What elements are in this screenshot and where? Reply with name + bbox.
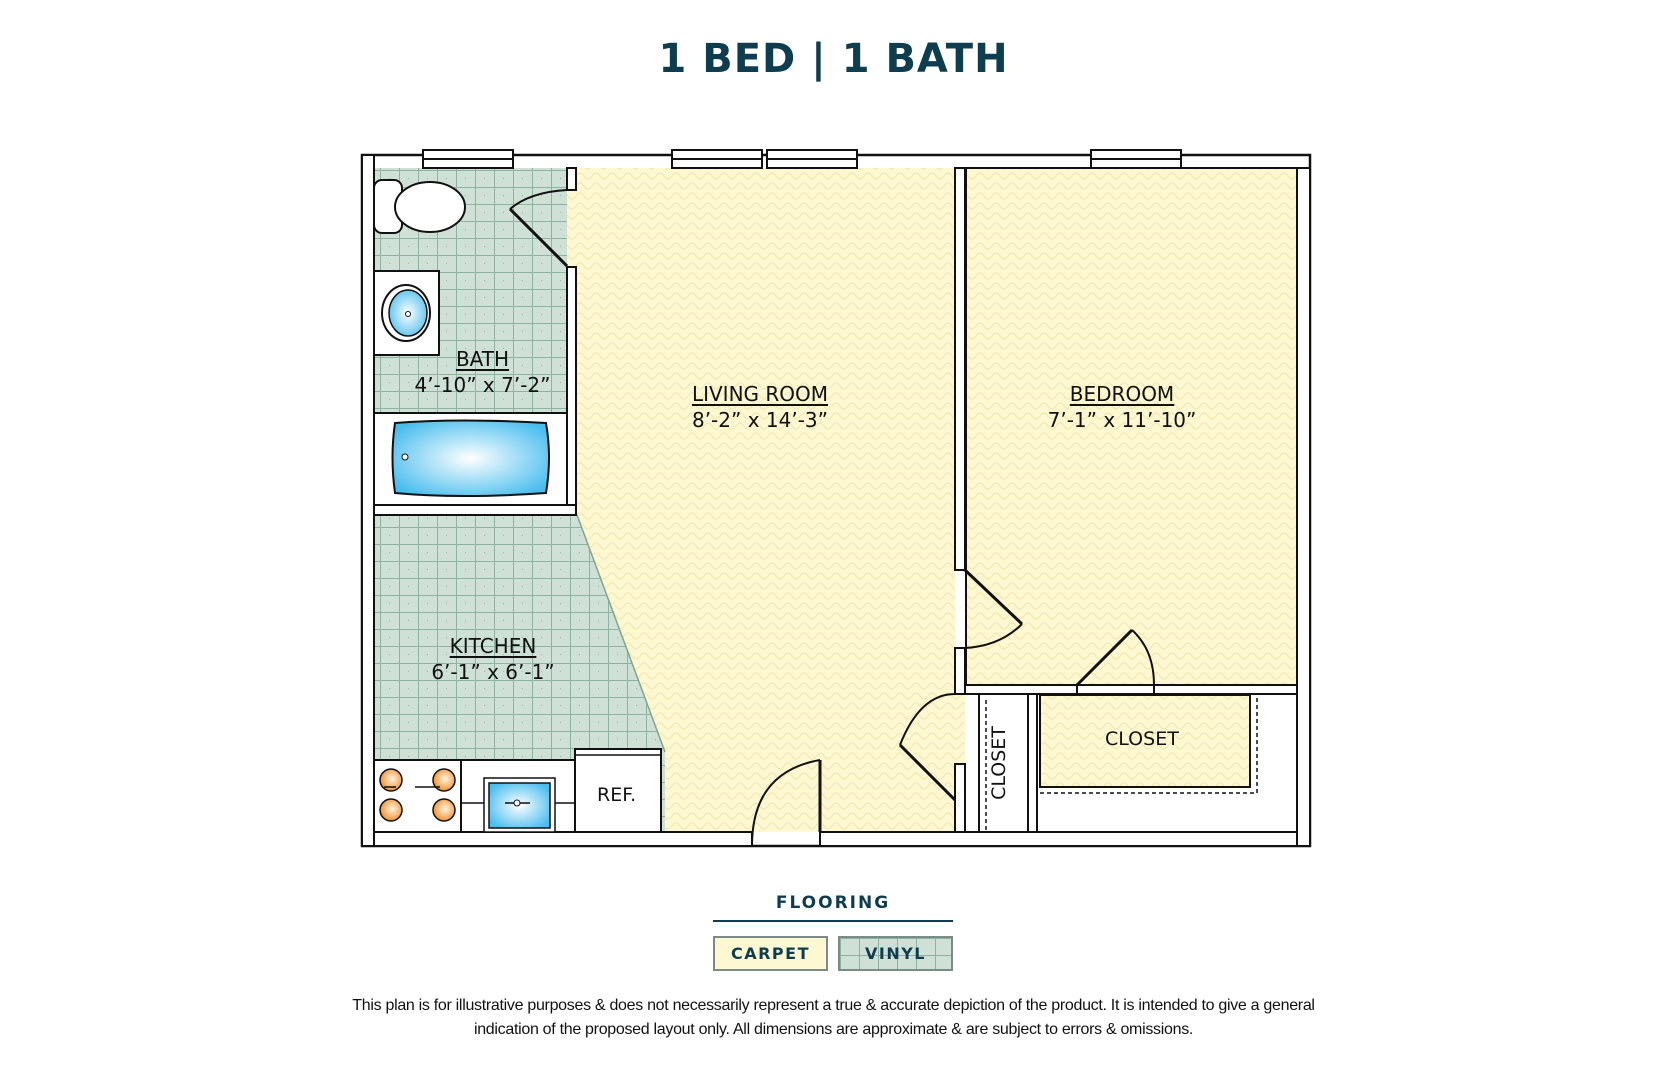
legend-vinyl-label: VINYL	[864, 944, 926, 963]
room-bath: BATH 4’-10” x 7’-2”	[400, 347, 565, 397]
room-bedroom: BEDROOM 7’-1” x 11’-10”	[1002, 382, 1242, 432]
room-kitchen: KITCHEN 6’-1” x 6’-1”	[413, 634, 573, 684]
disclaimer-line-2: indication of the proposed layout only. …	[473, 1021, 1194, 1038]
legend-title: FLOORING	[775, 893, 891, 913]
room-name: BATH	[455, 347, 510, 371]
room-dimensions: 4’-10” x 7’-2”	[414, 373, 551, 397]
refrigerator-label: REF.	[597, 784, 637, 806]
room-closet-large: CLOSET	[1105, 728, 1179, 750]
legend-vinyl-swatch: VINYL	[838, 936, 953, 971]
bathtub-icon	[373, 412, 568, 506]
room-name: KITCHEN	[449, 634, 537, 658]
room-dimensions: 7’-1” x 11’-10”	[1047, 408, 1197, 432]
room-living-room: LIVING ROOM 8’-2” x 14’-3”	[640, 382, 880, 432]
disclaimer: This plan is for illustrative purposes &…	[280, 994, 1387, 1042]
small-closet	[978, 693, 1029, 833]
room-name: LIVING ROOM	[691, 382, 829, 406]
legend-carpet-swatch: CARPET	[713, 936, 828, 971]
large-closet-shelf	[1036, 693, 1298, 833]
legend-divider	[713, 920, 953, 922]
refrigerator-icon	[574, 748, 662, 833]
room-closet-small: CLOSET	[987, 726, 1010, 800]
room-dimensions: 6’-1” x 6’-1”	[431, 660, 555, 684]
room-dimensions: 8’-2” x 14’-3”	[691, 408, 829, 432]
stove-burners-icon	[373, 759, 462, 833]
toilet-icon	[373, 179, 466, 234]
disclaimer-line-1: This plan is for illustrative purposes &…	[352, 997, 1315, 1014]
legend-carpet-label: CARPET	[730, 944, 810, 963]
kitchen-sink-icon	[460, 759, 576, 833]
window-icon[interactable]	[422, 149, 1182, 169]
room-name: BEDROOM	[1069, 382, 1175, 406]
door-swing-icon[interactable]	[508, 189, 1155, 847]
plan-title: 1 BED | 1 BATH	[658, 36, 1009, 82]
interior-walls	[361, 154, 1311, 847]
bathroom-sink-icon	[373, 270, 440, 356]
